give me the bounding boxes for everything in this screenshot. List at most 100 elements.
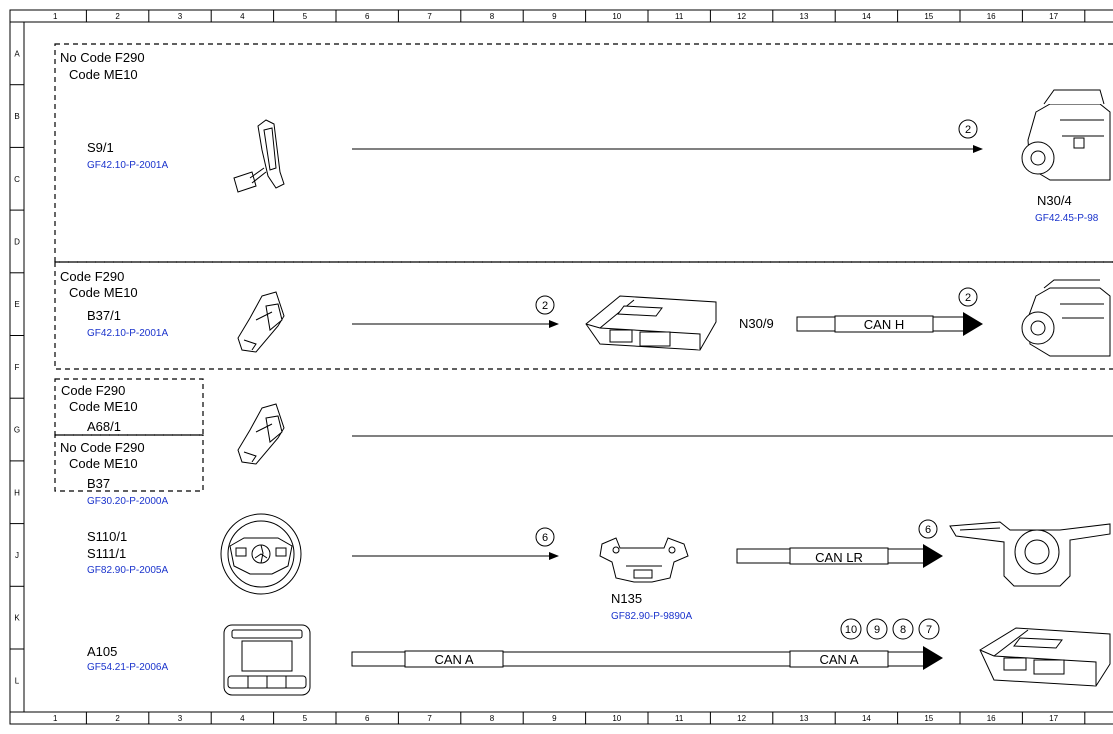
column-number: 1 xyxy=(53,714,58,723)
column-number: 15 xyxy=(924,12,933,21)
section-2-border xyxy=(54,261,1113,370)
b37-label: B37 xyxy=(87,476,110,491)
column-number: 17 xyxy=(1049,714,1058,723)
pedal-sensor-icon xyxy=(237,291,285,353)
column-number: 12 xyxy=(737,12,746,21)
row-letter: H xyxy=(14,488,20,497)
a105-label: A105 xyxy=(87,644,117,659)
column-number: 8 xyxy=(490,12,495,21)
row-letter: B xyxy=(14,112,19,121)
section-3a-border xyxy=(54,378,204,436)
column-number: 13 xyxy=(800,714,809,723)
row-letter: J xyxy=(15,551,19,560)
can-a-label-left: CAN A xyxy=(434,652,473,667)
column-number: 2 xyxy=(115,12,120,21)
column-number: 11 xyxy=(675,714,684,723)
section-1-border xyxy=(54,43,1113,263)
column-number: 12 xyxy=(737,714,746,723)
section-3b-code-line1: No Code F290 xyxy=(60,440,145,455)
column-number: 7 xyxy=(427,12,432,21)
steering-wheel-icon xyxy=(220,513,302,595)
can-a-box-left xyxy=(404,650,504,668)
n135-label: N135 xyxy=(611,591,642,606)
control-unit-icon xyxy=(979,627,1111,687)
actuator-icon xyxy=(1021,89,1111,181)
signal-badge xyxy=(918,618,940,640)
signal-number: 8 xyxy=(900,624,906,636)
actuator-icon xyxy=(1021,279,1111,357)
column-number: 3 xyxy=(178,12,183,21)
row-letter: A xyxy=(14,49,20,58)
column-ruler: 1122334455667788991010111112121313141415… xyxy=(53,10,1086,724)
control-panel-icon xyxy=(223,624,311,696)
signal-badge xyxy=(840,618,862,640)
column-number: 5 xyxy=(303,714,308,723)
column-number: 16 xyxy=(987,714,996,723)
pedal-sensor-icon xyxy=(237,403,285,465)
section-2-code-line2: Code ME10 xyxy=(69,285,138,300)
column-number: 11 xyxy=(675,12,684,21)
s9-1-label: S9/1 xyxy=(87,140,114,155)
b37-ref-link[interactable]: GF30.20-P-2000A xyxy=(87,496,168,507)
column-number: 13 xyxy=(800,12,809,21)
a105-ref-link[interactable]: GF54.21-P-2006A xyxy=(87,662,168,673)
column-number: 10 xyxy=(612,12,621,21)
row-letter: G xyxy=(14,426,20,435)
signal-number: 10 xyxy=(845,624,857,636)
column-number: 9 xyxy=(552,12,557,21)
column-number: 3 xyxy=(178,714,183,723)
b37-1-ref-link[interactable]: GF42.10-P-2001A xyxy=(87,328,168,339)
row-letter: F xyxy=(15,363,20,372)
column-number: 4 xyxy=(240,12,245,21)
section-2-code-line1: Code F290 xyxy=(60,269,124,284)
s110-ref-link[interactable]: GF82.90-P-2005A xyxy=(87,565,168,576)
column-number: 5 xyxy=(303,12,308,21)
signal-badge-row2-left xyxy=(535,295,555,315)
section-3a-code-line1: Code F290 xyxy=(61,383,125,398)
signal-badges-row5: 10 9 8 7 xyxy=(840,618,940,640)
row-letter: D xyxy=(14,238,20,247)
s9-1-ref-link[interactable]: GF42.10-P-2001A xyxy=(87,160,168,171)
can-h-box xyxy=(834,315,934,333)
signal-badge-row4-right xyxy=(918,519,938,539)
section-3b-code-line2: Code ME10 xyxy=(69,456,138,471)
can-h-arrowhead xyxy=(963,312,983,336)
n135-ref-link[interactable]: GF82.90-P-9890A xyxy=(611,611,692,622)
column-number: 10 xyxy=(612,714,621,723)
can-h-label: CAN H xyxy=(864,317,904,332)
signal-badge-row4-left xyxy=(535,527,555,547)
row-letter: L xyxy=(15,676,20,685)
signal-number: 7 xyxy=(926,624,932,636)
a68-1-label: A68/1 xyxy=(87,419,121,434)
section-1-code-line2: Code ME10 xyxy=(69,67,138,82)
column-number: 1 xyxy=(53,12,58,21)
signal-number: 9 xyxy=(874,624,880,636)
section-1-code-line1: No Code F290 xyxy=(60,50,145,65)
column-number: 9 xyxy=(552,714,557,723)
column-number: 8 xyxy=(490,714,495,723)
column-number: 16 xyxy=(987,12,996,21)
signal-number-row1: 2 xyxy=(965,124,971,136)
s111-1-label: S111/1 xyxy=(87,546,126,561)
steering-column-module-icon xyxy=(949,521,1111,587)
n30-4-ref-link[interactable]: GF42.45-P-98 xyxy=(1035,213,1099,224)
can-a-arrowhead xyxy=(923,646,943,670)
section-3b-border xyxy=(54,434,204,492)
s110-1-label: S110/1 xyxy=(87,529,127,544)
can-lr-label: CAN LR xyxy=(815,550,863,565)
column-number: 2 xyxy=(115,714,120,723)
column-number: 6 xyxy=(365,714,370,723)
can-lr-box xyxy=(789,547,889,565)
brake-pedal-icon xyxy=(233,119,285,193)
signal-badge-row1 xyxy=(958,119,978,139)
signal-number-row2-left: 2 xyxy=(542,300,548,312)
n30-4-label: N30/4 xyxy=(1037,193,1072,208)
signal-number-row4-right: 6 xyxy=(925,524,931,536)
signal-badge-row2-right xyxy=(958,287,978,307)
column-number: 17 xyxy=(1049,12,1058,21)
row-letter: E xyxy=(14,300,19,309)
column-number: 15 xyxy=(924,714,933,723)
can-a-box-right xyxy=(789,650,889,668)
